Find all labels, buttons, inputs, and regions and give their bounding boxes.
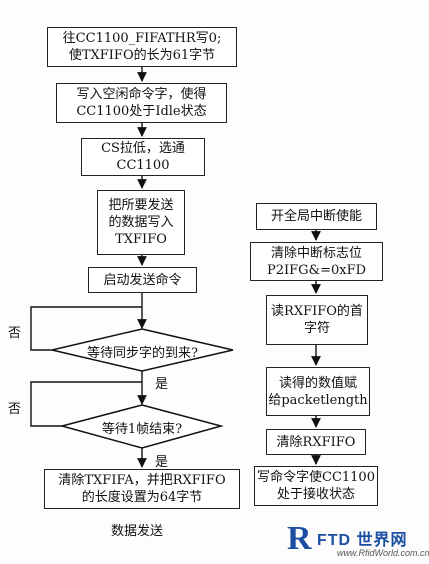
left-step-5: 启动发送命令 [88,267,197,293]
yes-label-2: 是 [155,455,169,470]
decision-diamond-2 [59,404,224,449]
loop-no-d1 [30,306,142,351]
right-step-3: 读RXFIFO的首 字符 [266,295,368,345]
decision-1-text: 等待同步字的到来? [87,346,198,361]
left-step-4: 把所要发送 的数据写入 TXFIFO [97,190,185,255]
no-label-2: 否 [8,402,22,417]
decision-2-text: 等待1帧结束? [101,422,183,437]
left-step-1: 往CC1100_FIFATHR写0; 使TXFIFO的长为61字节 [47,27,237,67]
logo-letter: R [287,520,312,557]
rfidworld-logo: R FTD 世界网 www.RfidWorld.com.cn [287,520,429,562]
diagram-caption: 数据发送 [111,524,164,539]
right-step-2: 清除中断标志位 P2IFG&=0xFD [250,242,383,281]
logo-text: FTD 世界网 [317,532,408,549]
right-step-6: 写命令字使CC1100 处于接收状态 [254,466,378,506]
right-step-1: 开全局中断使能 [256,203,377,230]
yes-label-1: 是 [155,377,169,392]
logo-url: www.RfidWorld.com.cn [337,548,429,558]
left-step-6: 清除TXFIFA，并把RXFIFO 的长度设置为64字节 [44,469,240,509]
decision-diamond-1 [51,328,234,372]
loop-no-d2 [30,381,142,427]
no-label-1: 否 [8,326,22,341]
left-step-3: CS拉低，选通 CC1100 [81,138,205,176]
left-step-2: 写入空闲命令字，使得 CC1100处于Idle状态 [56,83,227,123]
right-step-5: 清除RXFIFO [266,429,366,455]
right-step-4: 读得的数值赋 给packetlength [266,367,370,416]
